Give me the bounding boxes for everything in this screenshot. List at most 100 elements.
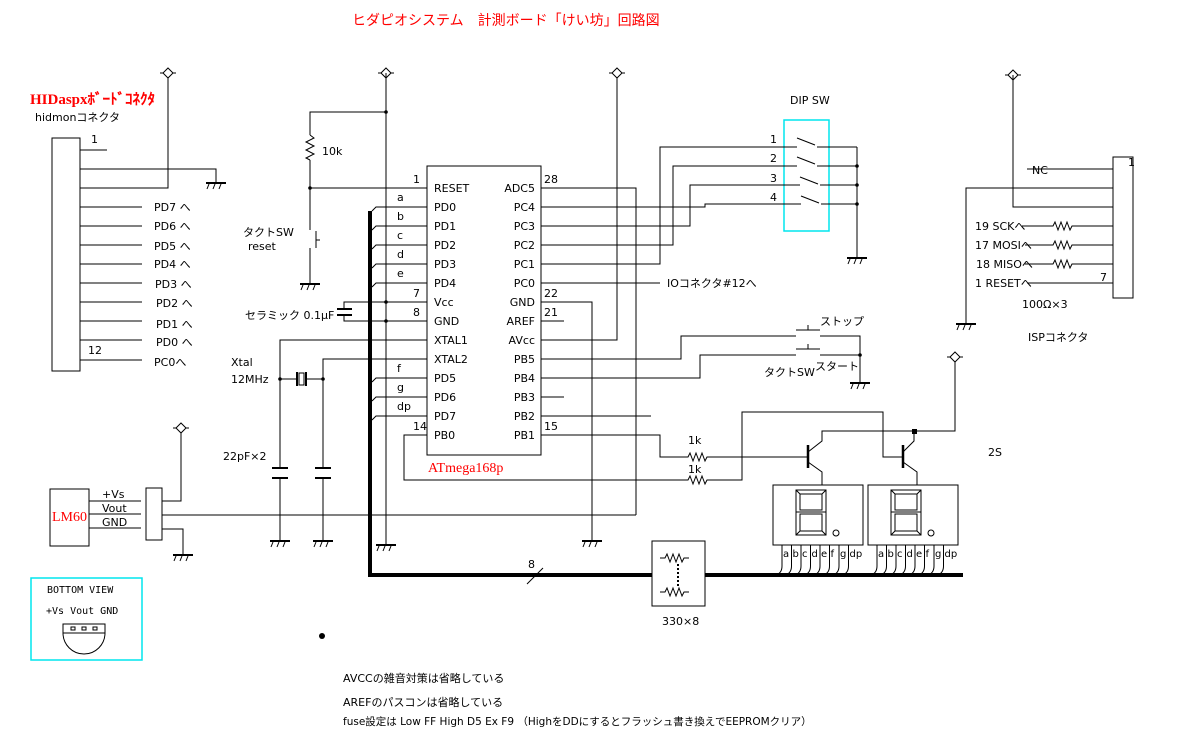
mcu-pin-name: AREF — [507, 315, 535, 328]
hid-signal: PD4 へ — [154, 258, 191, 271]
lm60-sensor: LM60 +Vs Vout GND — [49, 422, 636, 562]
display-pin-label: e — [916, 549, 922, 560]
mcu-pin-name: PD6 — [434, 391, 456, 404]
mcu-pin-name: PC0 — [514, 277, 535, 290]
mcu-pin-number: 15 — [544, 420, 558, 433]
mcu-atmega168p: ATmega168p RESET1PD0aPD1bPD2cPD3dPD4eVcc… — [397, 165, 558, 476]
xtal-freq: 12MHz — [231, 373, 269, 386]
segment-net-label: d — [397, 248, 404, 261]
bypass-capacitor: セラミック 0.1μF — [245, 300, 427, 323]
mcu-pin-name: Vcc — [434, 296, 454, 309]
hid-signal: PD6 へ — [154, 220, 191, 233]
stray-dot — [319, 633, 325, 639]
pin-number: 1 — [1128, 156, 1135, 169]
segment-net-label: f — [397, 362, 402, 375]
note: AVCCの雑音対策は省略している — [343, 671, 504, 685]
vcc-symbol-icon — [159, 67, 177, 79]
hid-signal: PD2 へ — [156, 297, 193, 310]
reset-switch-label: タクトSW — [243, 226, 294, 239]
isp-signal: 1 RESETへ — [975, 277, 1032, 290]
reset-switch-name: reset — [248, 240, 277, 253]
reset-circuit: 10k タクトSW reset — [243, 67, 427, 552]
display-pin-label: f — [926, 549, 930, 560]
tact-switch-label: タクトSW — [764, 366, 815, 379]
mcu-pin-number: 7 — [413, 287, 420, 300]
display-pin-label: b — [793, 549, 799, 560]
note: fuse設定は Low FF High D5 Ex F9 （HighをDDにする… — [343, 715, 812, 728]
mcu-pin-number: 1 — [413, 173, 420, 186]
mcu-pin-name: PB0 — [434, 429, 455, 442]
dip-number: 3 — [770, 172, 777, 185]
isp-connector: NC 1 7 19 SCKへ 17 MOSIへ 18 MISOへ 1 RESET… — [955, 69, 1135, 344]
mcu-pin-name: PC2 — [514, 239, 535, 252]
display-pin-label: d — [812, 549, 818, 560]
pin-number: 7 — [1100, 271, 1107, 284]
base-resistor-label: 1k — [688, 463, 702, 476]
segment-net-label: a — [397, 191, 404, 204]
mcu-pin-name: PC4 — [514, 201, 535, 214]
pin-number: 1 — [91, 133, 98, 146]
segment-net-label: dp — [397, 400, 411, 413]
bottom-view-title: BOTTOM VIEW — [47, 585, 114, 596]
hid-signal: PD1 へ — [156, 318, 193, 331]
mcu-pin-name: PC1 — [514, 258, 535, 271]
xtal-label: Xtal — [231, 356, 253, 369]
mcu-pin-name: PD7 — [434, 410, 456, 423]
hid-signal: PD0 へ — [156, 336, 193, 349]
lm60-pin: Vout — [102, 502, 127, 515]
display-pin-label: b — [888, 549, 894, 560]
isp-signal: 17 MOSIへ — [975, 239, 1032, 252]
mcu-pin-name: XTAL1 — [434, 334, 468, 347]
note: AREFのパスコンは省略している — [343, 695, 503, 709]
display-pin-label: e — [821, 549, 827, 560]
crystal-circuit: Xtal 12MHz 22pF×2 — [223, 339, 427, 548]
dip-highlight-box — [783, 119, 830, 232]
segment-net-label: c — [397, 229, 403, 242]
bypass-cap-label: セラミック 0.1μF — [245, 309, 334, 322]
digit-drivers: 1k 1k 2S — [403, 351, 1002, 485]
mcu-pin-name: PB3 — [514, 391, 535, 404]
mcu-pin-name: PD2 — [434, 239, 456, 252]
mcu-pin-number: 8 — [413, 306, 420, 319]
page-title: ヒダピオシステム 計測ボード「けい坊」回路図 — [352, 13, 660, 29]
mcu-pin-number: 14 — [413, 420, 427, 433]
mcu-pin-name: PD3 — [434, 258, 456, 271]
mcu-pin-name: PB2 — [514, 410, 535, 423]
hidmon-subtitle: hidmonコネクタ — [35, 111, 120, 124]
mcu-pin-name: GND — [434, 315, 459, 328]
transistor-type-partial: 2S — [988, 446, 1002, 459]
segment-net-label: g — [397, 381, 404, 394]
display-pin-label: c — [802, 549, 808, 560]
dip-number: 4 — [770, 191, 777, 204]
mcu-pin-name: ADC5 — [504, 182, 535, 195]
hid-signal: PD7 へ — [154, 201, 191, 214]
isp-title: ISPコネクタ — [1028, 331, 1088, 344]
display-pin-label: a — [878, 549, 884, 560]
isp-resistors-label: 100Ω×3 — [1022, 298, 1068, 311]
xtal-caps-label: 22pF×2 — [223, 450, 267, 463]
mcu-pin-name: AVcc — [509, 334, 535, 347]
mcu-pin-name: GND — [510, 296, 535, 309]
dip-number: 1 — [770, 133, 777, 146]
hid-signal: PC0へ — [154, 356, 186, 369]
hid-signal: PD3 へ — [155, 278, 192, 291]
mcu-pin-name: PD4 — [434, 277, 456, 290]
display-pin-label: g — [840, 549, 846, 560]
display-pin-label: f — [831, 549, 835, 560]
bottom-view-pins: +Vs Vout GND — [46, 606, 118, 617]
mcu-pin-name: PB5 — [514, 353, 535, 366]
isp-signal: 18 MISOへ — [976, 258, 1033, 271]
display-pin-label: dp — [945, 549, 958, 560]
display-pin-label: dp — [850, 549, 863, 560]
tact-switches: ストップ スタート タクトSW — [541, 315, 871, 390]
hidaspx-title: HIDaspxﾎﾞｰﾄﾞｺﾈｸﾀ — [30, 90, 155, 108]
lm60-pin: GND — [102, 516, 127, 529]
display-pin-label: g — [935, 549, 941, 560]
mcu-pin-number: 22 — [544, 287, 558, 300]
notes: AVCCの雑音対策は省略している AREFのパスコンは省略している fuse設定… — [343, 671, 812, 728]
mcu-pin-name: PD1 — [434, 220, 456, 233]
hidaspx-connector: HIDaspxﾎﾞｰﾄﾞｺﾈｸﾀ hidmonコネクタ 1 12 PD7 へ P… — [30, 67, 227, 372]
